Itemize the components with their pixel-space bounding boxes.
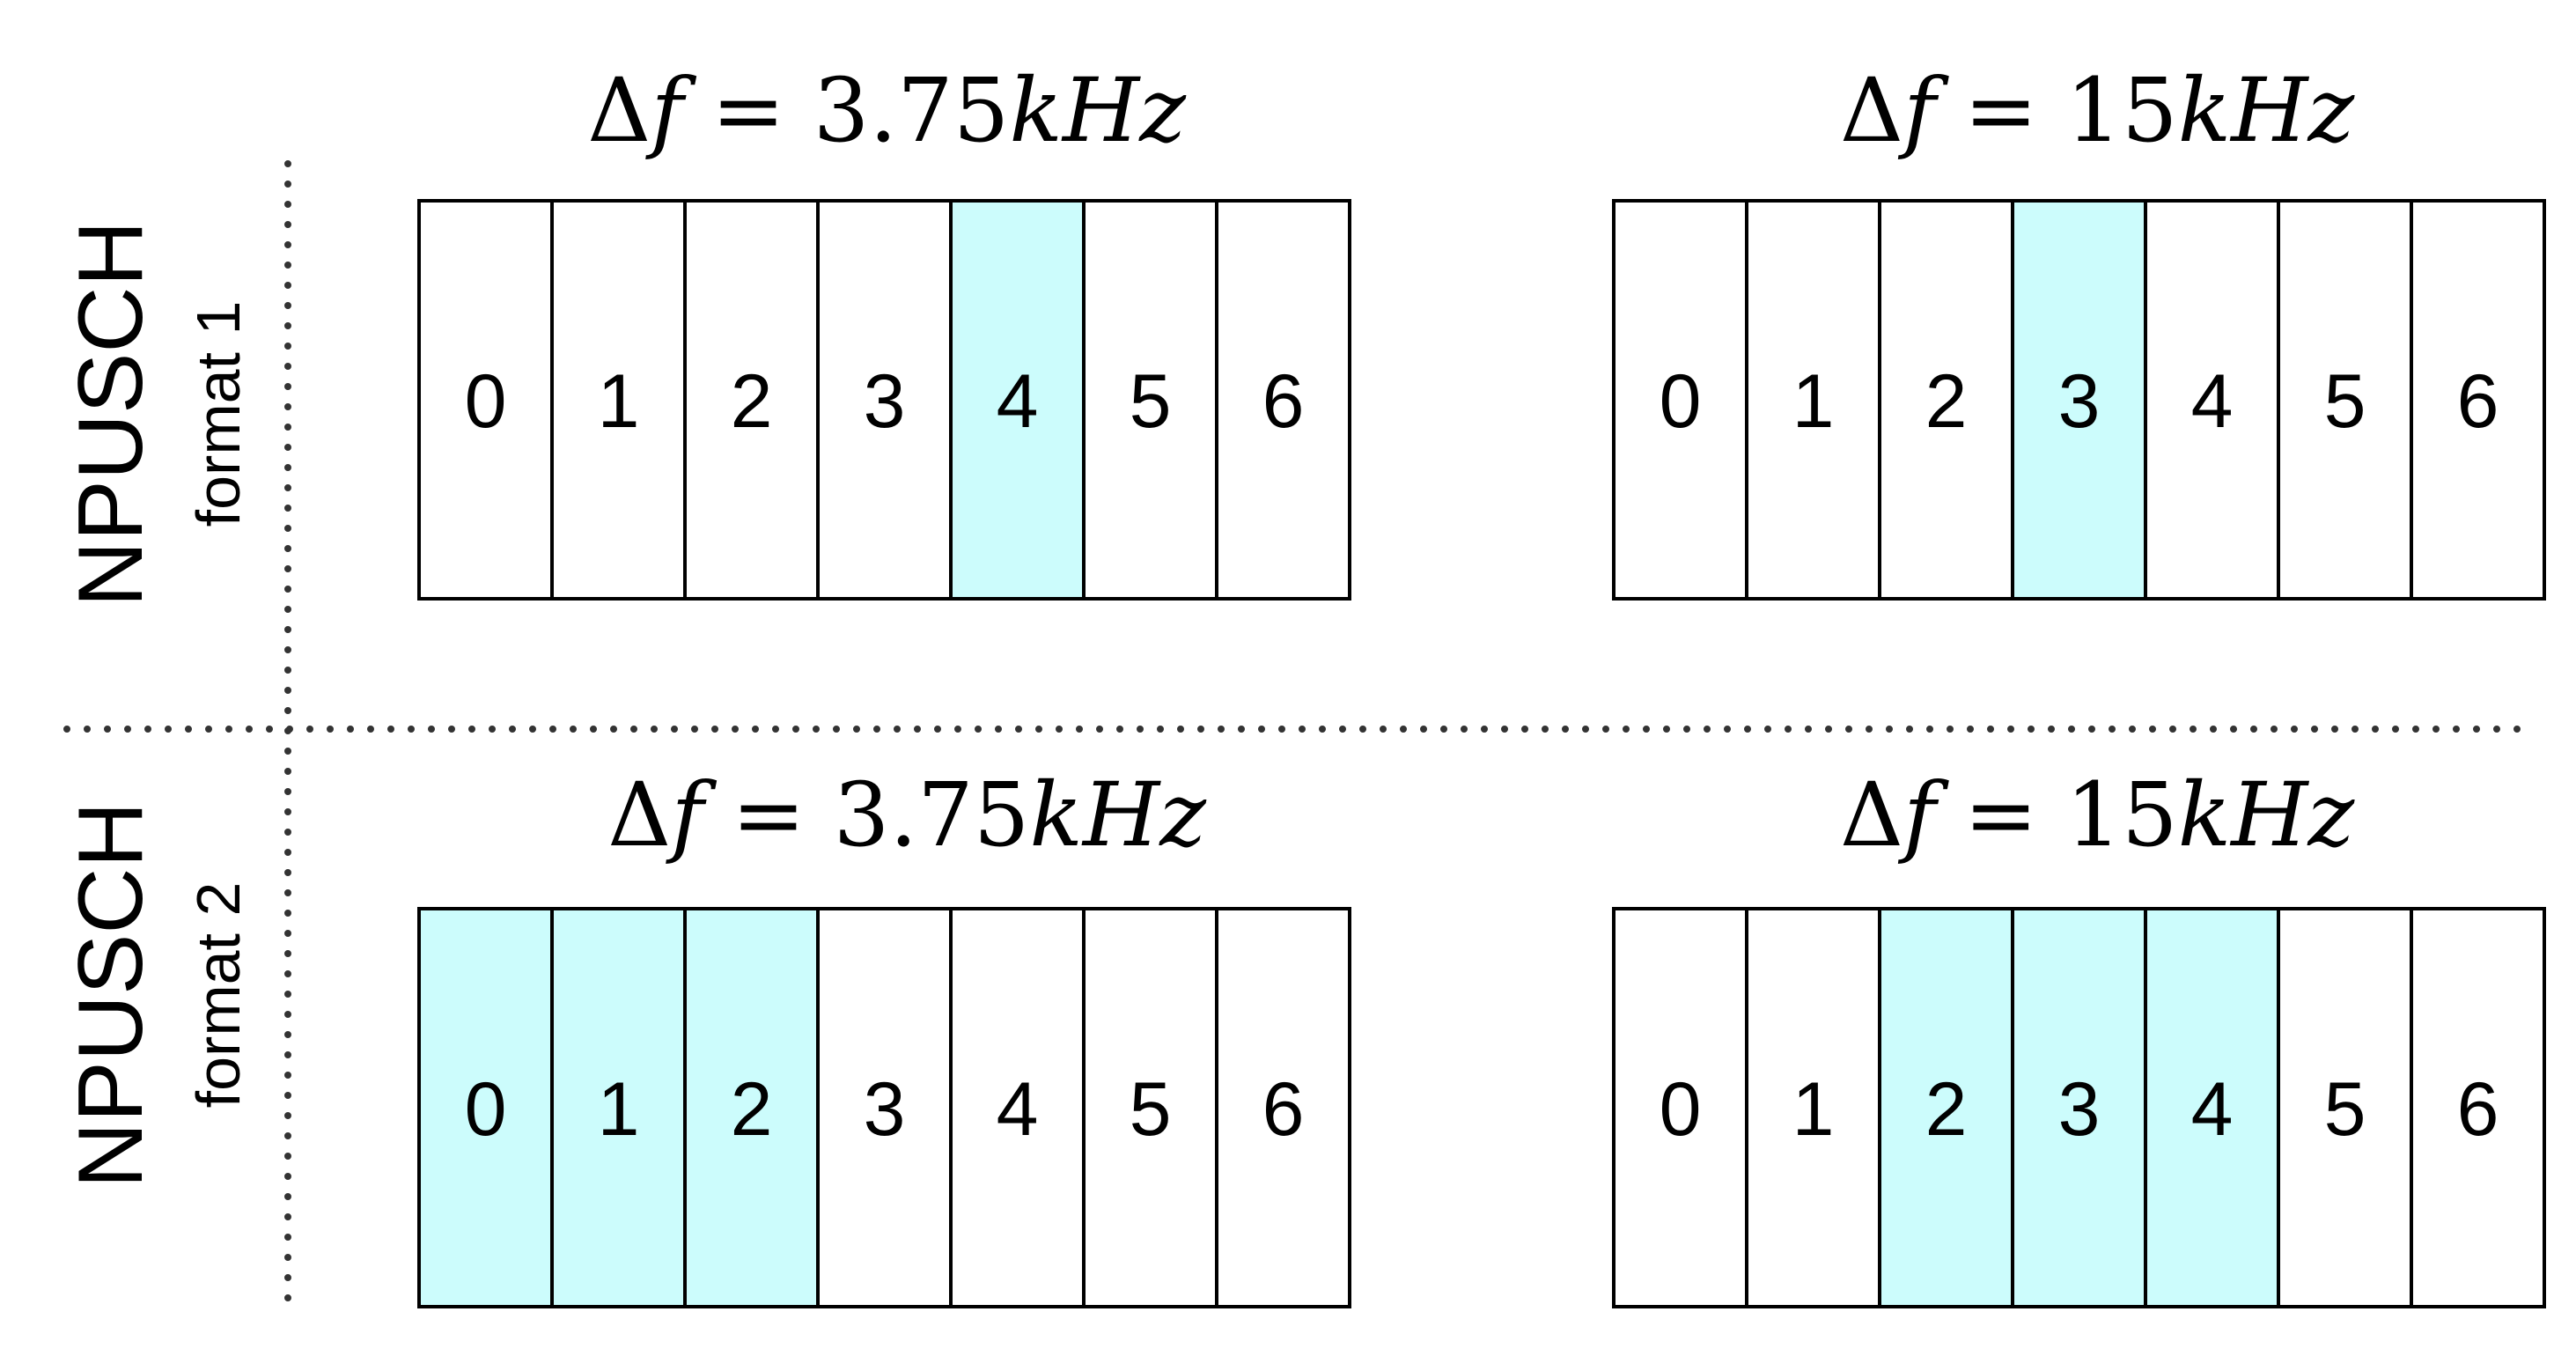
symbol-index-label: 1 <box>1792 359 1835 444</box>
row-2-sub-label: format 2 <box>184 882 253 1109</box>
symbol-index-label: 2 <box>731 359 773 444</box>
row-1-main-label: NPUSCH <box>60 220 162 607</box>
symbol-cell <box>417 199 554 601</box>
symbol-index-label: 4 <box>997 1067 1039 1152</box>
symbol-grid: 0 1 2 3 4 5 6 <box>1612 907 2546 1308</box>
symbol-index-label: 5 <box>1130 1067 1172 1152</box>
symbol-cell <box>1878 199 2014 601</box>
symbol-cell <box>2410 199 2546 601</box>
panel-title: Δf = 3.75kHz <box>587 59 1187 162</box>
symbol-index-label: 6 <box>2457 359 2499 444</box>
row-2-main-label: NPUSCH <box>60 801 162 1188</box>
symbol-index-label: 4 <box>2191 359 2234 444</box>
symbol-index-label: 1 <box>598 359 640 444</box>
panel-title: Δf = 15kHz <box>1840 59 2356 162</box>
symbol-cell <box>1745 907 1881 1308</box>
row-1-sub-label: format 1 <box>184 301 253 527</box>
symbol-index-label: 2 <box>731 1067 773 1152</box>
symbol-cell <box>683 199 820 601</box>
symbol-cell <box>1612 907 1748 1308</box>
symbol-index-label: 5 <box>2324 1067 2366 1152</box>
symbol-index-label: 2 <box>1925 1067 1968 1152</box>
symbol-index-label: 3 <box>864 1067 906 1152</box>
symbol-index-label: 1 <box>1792 1067 1835 1152</box>
symbol-index-label: 6 <box>1262 359 1305 444</box>
symbol-index-label: 3 <box>864 359 906 444</box>
panel-title: Δf = 3.75kHz <box>607 763 1207 866</box>
symbol-cell-highlighted <box>550 907 687 1308</box>
panel-title: Δf = 15kHz <box>1840 763 2356 866</box>
symbol-cell-highlighted <box>683 907 820 1308</box>
symbol-index-label: 0 <box>465 359 507 444</box>
symbol-grid: 0 1 2 3 4 5 6 <box>417 907 1351 1308</box>
symbol-index-label: 0 <box>1660 359 1702 444</box>
symbol-cell <box>2144 199 2280 601</box>
symbol-cell <box>1745 199 1881 601</box>
symbol-grid: 0 1 2 3 4 5 6 <box>1612 199 2546 601</box>
symbol-cell <box>2277 199 2413 601</box>
symbol-cell <box>1082 907 1218 1308</box>
symbol-index-label: 4 <box>2191 1067 2234 1152</box>
symbol-index-label: 3 <box>2058 359 2101 444</box>
symbol-index-label: 0 <box>1660 1067 1702 1152</box>
row-2-label: NPUSCH format 2 <box>60 801 253 1188</box>
symbol-index-label: 6 <box>2457 1067 2499 1152</box>
symbol-cell-highlighted <box>949 199 1086 601</box>
symbol-index-label: 5 <box>1130 359 1172 444</box>
symbol-cell <box>1082 199 1218 601</box>
symbol-index-label: 6 <box>1262 1067 1305 1152</box>
symbol-index-label: 0 <box>465 1067 507 1152</box>
symbol-cell <box>949 907 1086 1308</box>
symbol-cell <box>816 907 953 1308</box>
symbol-cell <box>1612 199 1748 601</box>
symbol-cell <box>1215 199 1351 601</box>
symbol-grid: 0 1 2 3 4 5 6 <box>417 199 1351 601</box>
symbol-cell <box>1215 907 1351 1308</box>
symbol-cell <box>550 199 687 601</box>
symbol-index-label: 4 <box>997 359 1039 444</box>
row-1-label: NPUSCH format 1 <box>60 220 253 607</box>
symbol-cell-highlighted <box>2011 907 2147 1308</box>
symbol-index-label: 3 <box>2058 1067 2101 1152</box>
symbol-cell <box>2277 907 2413 1308</box>
symbol-cell <box>2410 907 2546 1308</box>
symbol-index-label: 2 <box>1925 359 1968 444</box>
symbol-index-label: 1 <box>598 1067 640 1152</box>
symbol-index-label: 5 <box>2324 359 2366 444</box>
